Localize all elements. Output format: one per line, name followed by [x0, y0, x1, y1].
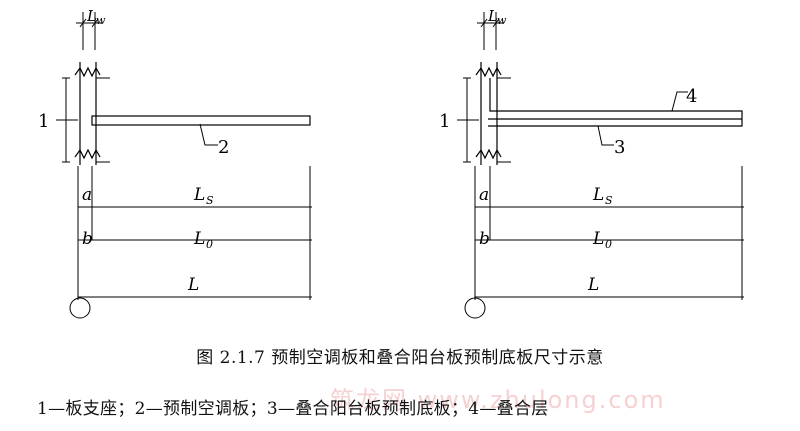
- left-support-label: 1: [38, 111, 49, 132]
- left-dimension-lines: a b L S L 0 L: [69, 166, 312, 319]
- right-wall-dim-sub: w: [497, 14, 507, 27]
- right-wall-dim-label: L: [487, 7, 498, 25]
- right-diagram: L w 1 4 3: [439, 7, 744, 319]
- right-dim-ls-label: L: [592, 185, 604, 205]
- right-topping-label: 4: [686, 86, 697, 107]
- left-dim-ls-sub: S: [206, 194, 214, 207]
- right-dimension-lines: a b L S L 0 L: [464, 166, 744, 319]
- left-diagram: L w 1 2: [38, 7, 312, 319]
- right-dim-a-label: a: [479, 185, 489, 205]
- right-dim-l0-label: L: [592, 229, 604, 249]
- right-wall-thickness-dim: L w: [477, 7, 507, 50]
- left-wall-dim-sub: w: [96, 14, 106, 27]
- left-wall-dim-label: L: [86, 7, 97, 25]
- left-slab-label: 2: [218, 137, 229, 158]
- left-support-wall: 1: [38, 62, 110, 165]
- left-precast-slab: 2: [91, 115, 311, 158]
- left-dim-ls-label: L: [193, 185, 205, 205]
- left-dim-a-label: a: [82, 185, 92, 205]
- left-axis-circle: [69, 297, 91, 319]
- right-dim-l-label: L: [587, 275, 599, 295]
- right-composite-slab: 4 3: [488, 78, 743, 158]
- right-slab-label: 3: [614, 137, 625, 158]
- left-dim-l0-sub: 0: [206, 238, 213, 251]
- right-dim-l0-sub: 0: [605, 238, 612, 251]
- left-dim-l-label: L: [187, 275, 199, 295]
- right-support-wall: 1: [439, 62, 511, 165]
- left-dim-b-label: b: [82, 229, 93, 249]
- right-dim-ls-sub: S: [605, 194, 613, 207]
- left-dim-l0-label: L: [193, 229, 205, 249]
- watermark: 筑龙网 www.zhulong.com: [330, 386, 666, 414]
- figure-caption: 图 2.1.7 预制空调板和叠合阳台板预制底板尺寸示意: [196, 348, 604, 368]
- right-axis-circle: [464, 297, 486, 319]
- right-support-label: 1: [439, 111, 450, 132]
- figure-legend: 1—板支座；2—预制空调板；3—叠合阳台板预制底板；4—叠合层: [37, 399, 549, 419]
- right-dim-b-label: b: [479, 229, 490, 249]
- left-wall-thickness-dim: L w: [76, 7, 106, 50]
